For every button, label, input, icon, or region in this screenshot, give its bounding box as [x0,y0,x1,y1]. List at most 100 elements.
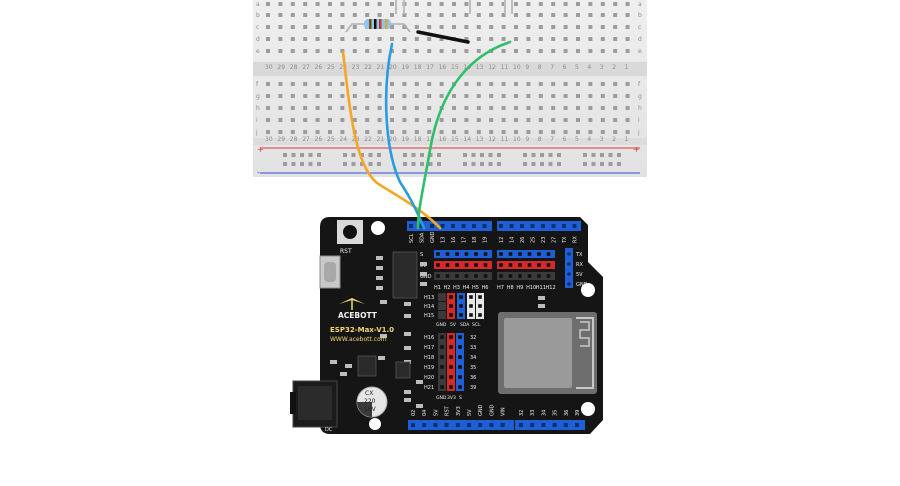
breadboard-hole [315,2,320,6]
breadboard-hole [576,106,580,110]
bottom-header-label: 5V [433,409,439,416]
row-letter: j [255,129,258,136]
top-header-label: 17 [462,237,468,243]
bottom-header-label: 04 [422,410,428,416]
column-number: 3 [600,64,604,71]
lower-right-number: 33 [470,345,476,351]
rail-hole [351,153,356,157]
breadboard-hole [526,106,531,110]
column-number: 6 [563,64,567,71]
breadboard-hole [390,118,394,122]
breadboard-hole [439,118,444,122]
breadboard-hole [464,13,469,17]
bottom-header-right [515,420,585,430]
pin [469,295,473,299]
rail-hole [343,153,347,157]
column-number: 23 [352,64,360,71]
breadboard-hole [588,49,593,53]
rail-hole [351,162,356,166]
pin [445,252,450,256]
rail-hole [557,162,561,166]
reset-button[interactable]: RST [337,220,363,255]
breadboard-hole [551,82,556,86]
rail-hole [317,162,321,166]
breadboard-hole [538,25,543,29]
smd-part [404,390,411,394]
breadboard-hole [377,82,382,86]
breadboard-hole [489,37,494,41]
column-number: 28 [290,64,298,71]
pin [469,304,473,308]
row-label: S [420,252,423,258]
column-number: 7 [550,136,554,143]
pin [436,252,440,256]
breadboard-hole [290,94,295,98]
column-number: 2 [612,136,616,143]
breadboard-hole [377,130,382,134]
h-label: H2 [444,285,451,291]
breadboard-hole [266,94,270,98]
smd-part [416,380,423,384]
smd-part [376,276,383,280]
breadboard-hole [551,94,556,98]
top-header-label: 18 [472,237,478,243]
pin [440,385,444,389]
breadboard-hole [439,37,444,41]
breadboard-hole [352,118,357,122]
rail-hole [368,162,373,166]
breadboard-hole [551,49,556,53]
smd-part [404,332,411,336]
breadboard-hole [414,130,419,134]
rail-hole [600,153,604,157]
lower-right-number: 39 [470,385,476,391]
row-letter: i [638,117,640,124]
column-number: 24 [339,64,347,71]
breadboard-hole [402,25,407,29]
breadboard-hole [526,2,531,6]
breadboard-hole [340,13,345,17]
breadboard-hole [414,13,419,17]
pin [518,252,522,256]
top-header-label: 14 [510,237,516,243]
header-pin [440,224,445,228]
pin [445,274,450,278]
bottom-header-label: 39 [575,410,581,416]
breadboard-hole [588,13,593,17]
breadboard-hole [402,13,407,17]
column-number: 25 [327,64,335,71]
pin [464,252,469,256]
column-number: 4 [587,136,591,143]
breadboard-hole [538,106,543,110]
breadboard-hole [402,106,407,110]
breadboard-hole [464,94,469,98]
breadboard-hole [377,94,382,98]
rail-hole [463,162,467,166]
h-label: H8 [507,285,514,291]
breadboard-hole [476,118,481,122]
breadboard-hole [514,49,518,53]
breadboard-hole [588,130,593,134]
breadboard-center-channel [253,62,647,76]
mid-col-label: 5V [450,322,457,328]
lower-bottom-label: 3V3 [447,395,456,401]
pin [458,355,462,359]
breadboard-hole [328,106,332,110]
pin [478,313,482,317]
brand-text: ACEBOTT [338,311,378,320]
lower-left-label: H16 [424,335,434,341]
smd-part [345,364,352,368]
breadboard-hole [390,106,394,110]
rail-hole [283,153,287,157]
regulator-chip [357,355,377,377]
row-letter: d [638,36,642,43]
breadboard-hole [377,37,382,41]
breadboard-hole [290,2,295,6]
rail-hole [291,153,296,157]
breadboard-hole [290,118,295,122]
breadboard-hole [365,49,370,53]
breadboard-hole [365,37,370,41]
pin [474,252,478,256]
